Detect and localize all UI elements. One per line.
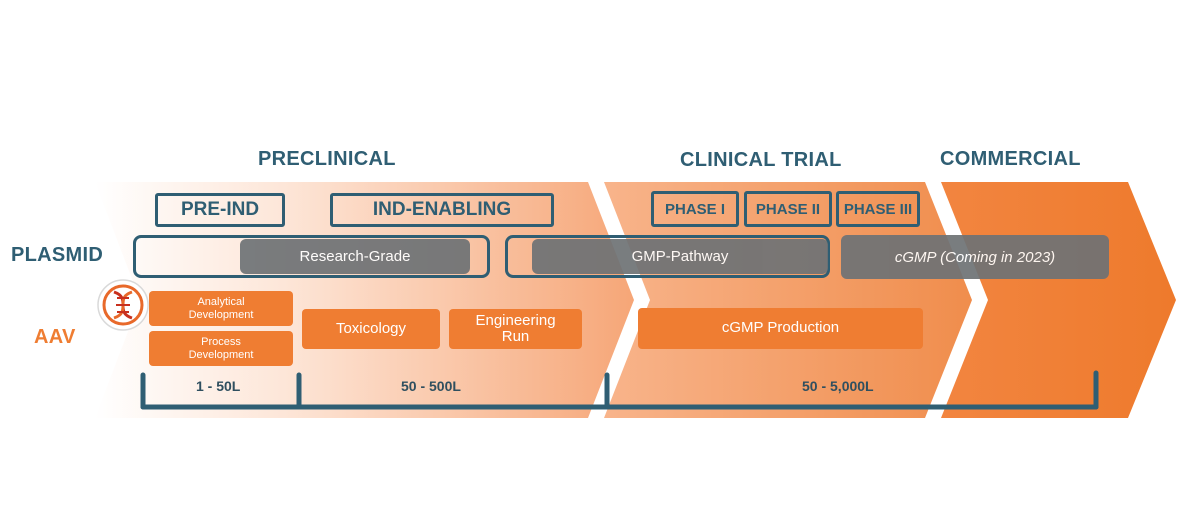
row-label-aav: AAV bbox=[34, 326, 76, 348]
phase2-box: PHASE II bbox=[744, 191, 832, 227]
stage-title-clinical: CLINICAL TRIAL bbox=[680, 149, 842, 171]
engineering-run-box: Engineering Run bbox=[449, 309, 582, 349]
phase3-box: PHASE III bbox=[836, 191, 920, 227]
cgmp-coming-bar: cGMP (Coming in 2023) bbox=[841, 235, 1109, 279]
analytical-development-box: Analytical Development bbox=[149, 291, 293, 326]
scale-label-50-5000l: 50 - 5,000L bbox=[802, 378, 874, 394]
stage-title-commercial: COMMERCIAL bbox=[940, 148, 1081, 170]
plasmid-track-gmp bbox=[505, 235, 830, 278]
row-label-plasmid: PLASMID bbox=[11, 244, 104, 266]
scale-label-1-50l: 1 - 50L bbox=[196, 378, 241, 394]
process-development-box: Process Development bbox=[149, 331, 293, 366]
stage-title-preclinical: PRECLINICAL bbox=[258, 148, 396, 170]
cgmp-production-box: cGMP Production bbox=[638, 308, 923, 349]
research-grade-bar: Research-Grade bbox=[240, 239, 470, 274]
toxicology-box: Toxicology bbox=[302, 309, 440, 349]
ind-enabling-box: IND-ENABLING bbox=[330, 193, 554, 227]
gmp-pathway-bar: GMP-Pathway bbox=[532, 239, 828, 274]
plasmid-track-research bbox=[133, 235, 490, 278]
phase1-box: PHASE I bbox=[651, 191, 739, 227]
dna-badge-logo-icon bbox=[96, 278, 150, 332]
scale-label-50-500l: 50 - 500L bbox=[401, 378, 461, 394]
pre-ind-box: PRE-IND bbox=[155, 193, 285, 227]
